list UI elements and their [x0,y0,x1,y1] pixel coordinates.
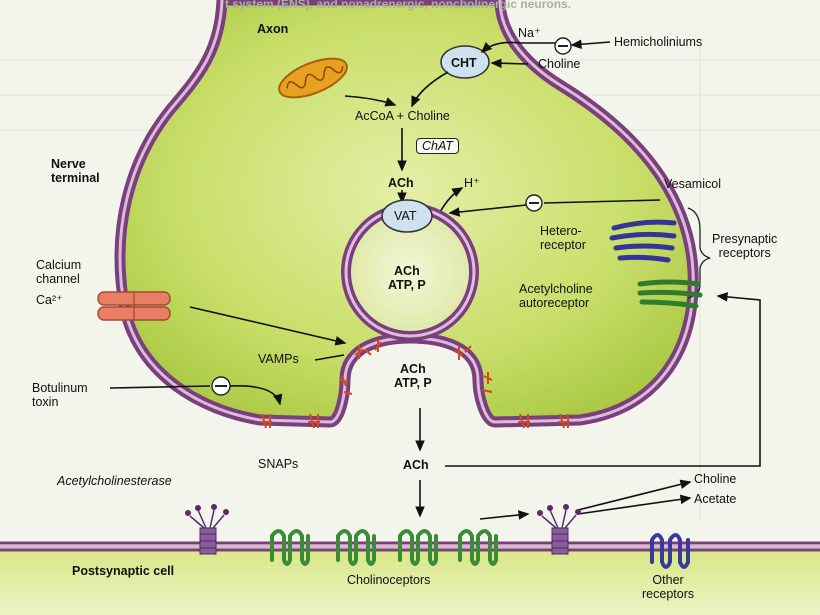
presynaptic-brace [687,207,711,299]
cholinoceptor-icon [458,529,498,566]
heteroreceptor-icon [609,219,677,263]
nicotinic-receptor-icon [185,504,229,555]
cht-transporter [440,45,490,79]
snare-protein-icon [260,340,570,429]
cholinoceptor-icon [398,529,438,566]
mitochondrion-icon [278,57,348,99]
cholinoceptor-icon [336,529,376,566]
calcium-channel-icon [97,291,171,321]
inhibition-icon [211,37,572,396]
nicotinic-receptor-icon [537,504,581,555]
autoreceptor-icon [637,279,703,309]
cholinoceptor-icon [270,529,310,566]
cholinoceptor-group [270,529,498,566]
other-receptor-icon [650,533,690,569]
vat-transporter [381,199,433,233]
